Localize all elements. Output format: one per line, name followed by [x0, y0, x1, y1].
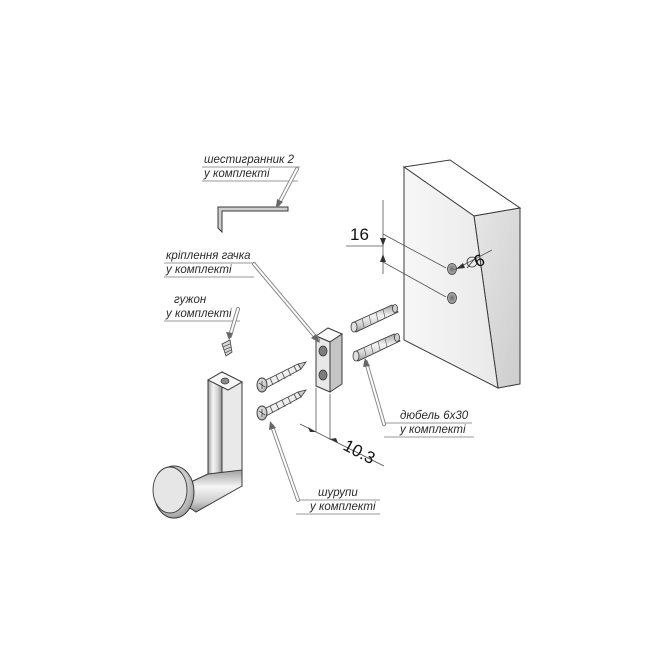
wall-hole-lower — [447, 292, 457, 304]
label-set-screw: гужон у комплекті — [164, 294, 240, 340]
label-hex-key-title: шестигранник 2 — [204, 154, 295, 166]
dim-hole-spacing-text: 16 — [350, 225, 369, 244]
label-hook-mount: кріплення гачка у комплекті — [164, 250, 320, 343]
label-hex-key-sub: у комплекті — [203, 168, 270, 180]
dim-mount-depth-text: 10.3 — [340, 436, 378, 468]
label-screws-sub: у комплекті — [309, 501, 376, 513]
label-hex-key: шестигранник 2 у комплекті — [202, 154, 300, 208]
hook-mount-bracket — [314, 327, 344, 393]
label-hook-mount-title: кріплення гачка — [166, 250, 251, 262]
set-screw — [221, 339, 233, 357]
dowel-lower — [352, 333, 401, 362]
screw-upper — [256, 361, 307, 393]
label-screws-title: шурупи — [318, 487, 358, 499]
label-screws: шурупи у комплекті — [269, 421, 380, 515]
label-set-screw-title: гужон — [174, 294, 207, 306]
wall-block — [402, 159, 522, 389]
dowel-upper — [350, 304, 399, 333]
hook — [152, 371, 244, 519]
label-dowel-sub: у комплекті — [399, 424, 466, 436]
label-dowel: дюбель 6x30 у комплекті — [363, 358, 474, 438]
dimension-mount-depth: 10.3 — [299, 388, 385, 468]
dimension-hole-spacing: 16 — [346, 200, 447, 298]
label-set-screw-sub: у комплекті — [165, 308, 232, 320]
wall-side-face — [403, 166, 499, 389]
label-dowel-title: дюбель 6x30 — [400, 410, 469, 422]
label-hook-mount-sub: у комплекті — [165, 264, 232, 276]
screw-lower — [256, 389, 307, 421]
hex-key — [217, 206, 289, 234]
